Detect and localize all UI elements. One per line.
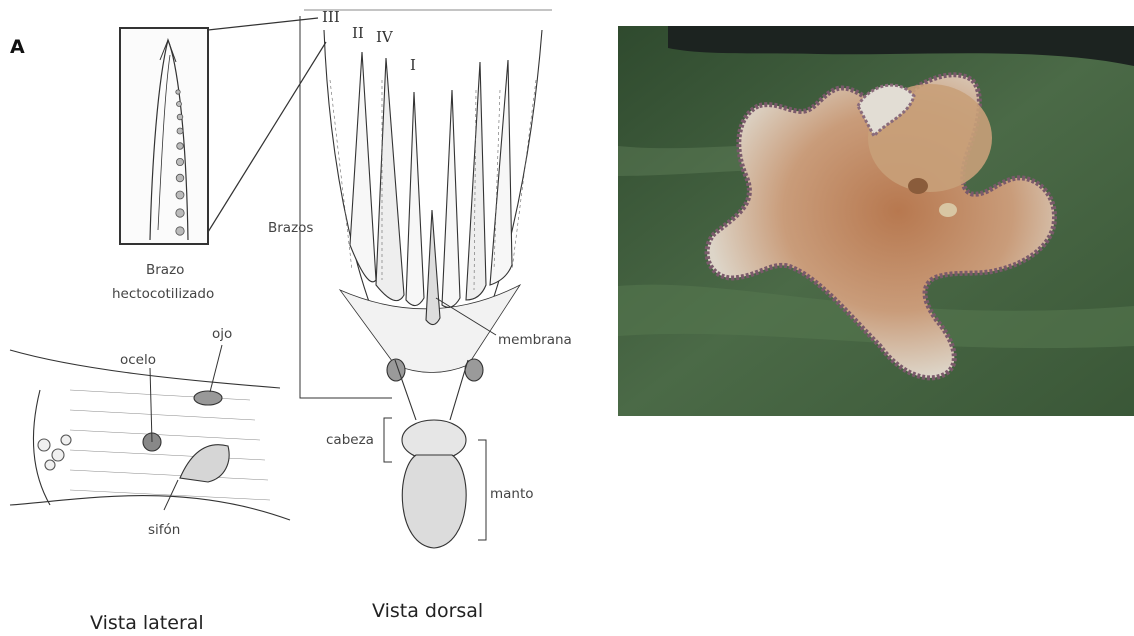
ocelo-label: ocelo (120, 352, 156, 368)
arm-center (426, 210, 440, 325)
siphon (180, 445, 229, 482)
mantle (402, 455, 466, 548)
lateral-octopus (10, 345, 290, 520)
arm-numeral-ii: II (352, 24, 364, 42)
panel-a-diagrams (0, 0, 612, 636)
arm-ii (350, 52, 376, 282)
arm-i-right (442, 90, 460, 307)
arm-iv (376, 58, 404, 301)
inset-connector-top (208, 18, 318, 30)
caption-lateral: Vista lateral (90, 612, 204, 634)
arm-i-left (406, 92, 424, 306)
dorsal-octopus (300, 16, 542, 548)
arm-right-3 (490, 60, 512, 285)
ocelo-pointer (150, 368, 152, 442)
manto-bracket (478, 440, 486, 540)
ojo-pointer (210, 345, 222, 392)
lateral-body-bottom (10, 496, 290, 520)
caption-dorsal: Vista dorsal (372, 600, 483, 622)
brazos-label: Brazos (268, 220, 313, 236)
arm-numeral-iv: IV (376, 28, 393, 46)
panel-a-letter: A (10, 36, 25, 58)
arm-numeral-iii: III (322, 8, 340, 26)
octopus-eye-2 (939, 203, 957, 217)
hectocotylus-inset (120, 18, 326, 244)
inset-connector-bottom (208, 42, 326, 232)
octopus-eye (908, 178, 928, 194)
arm-numeral-i: I (410, 56, 416, 74)
sifon-label: sifón (148, 522, 180, 538)
octopus-photo (618, 26, 1134, 416)
membrana-label: membrana (498, 332, 572, 348)
lateral-eye (194, 391, 222, 405)
manto-label: manto (490, 486, 534, 502)
cabeza-bracket (384, 418, 392, 462)
ojo-label: ojo (212, 326, 232, 342)
inset-label-line1: Brazo (146, 262, 184, 278)
cabeza-label: cabeza (326, 432, 374, 448)
head (402, 420, 466, 460)
lateral-shading (70, 390, 270, 500)
inset-label-line2: hectocotilizado (112, 286, 214, 302)
lateral-suckers (38, 435, 71, 470)
